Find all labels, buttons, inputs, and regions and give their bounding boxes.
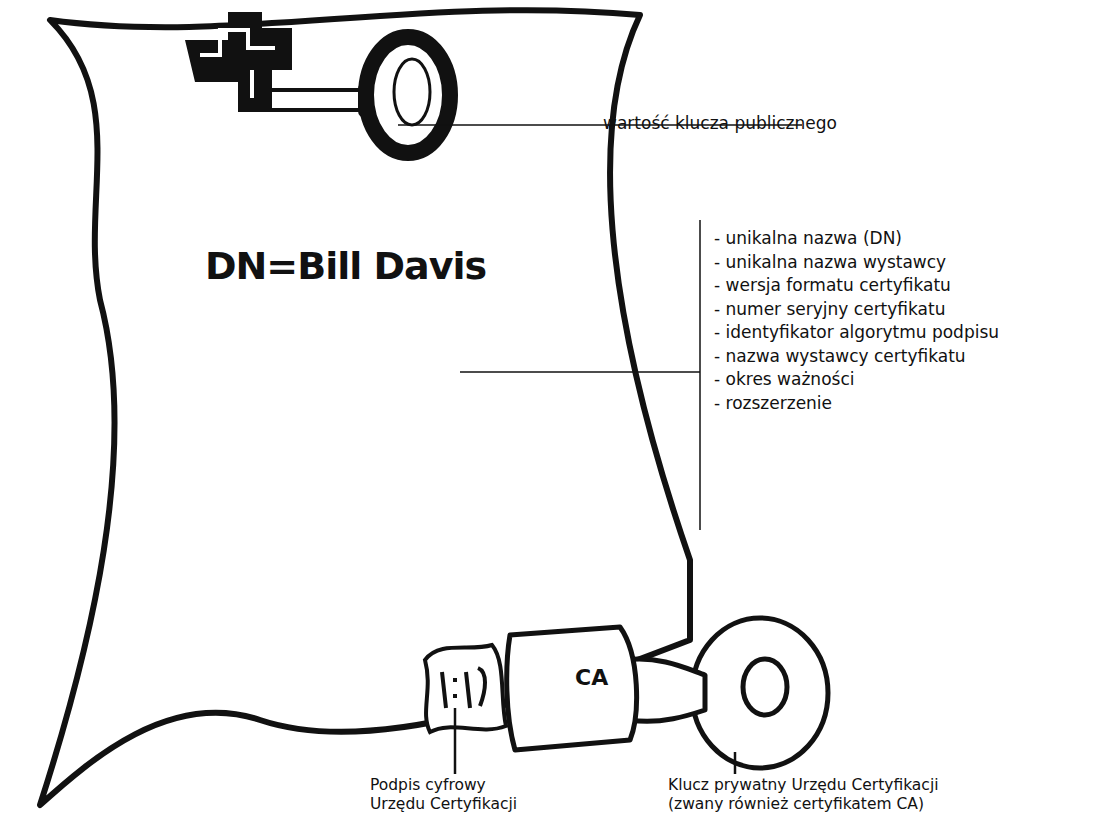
shape-part <box>692 618 828 768</box>
field-list-item: - unikalna nazwa (DN) <box>714 228 902 248</box>
field-list-item: - nazwa wystawcy certyfikatu <box>714 346 966 366</box>
field-list-item: - numer seryjny certyfikatu <box>714 299 945 319</box>
shape-part <box>743 659 787 715</box>
shape-part <box>507 627 637 750</box>
field-list-item: - rozszerzenie <box>714 393 832 413</box>
callout-label: Podpis cyfrowy Urzędu Certyfikacji <box>370 776 545 814</box>
ca-private-key-outline <box>490 615 840 775</box>
callout-label: Klucz prywatny Urzędu Certyfikacji (zwan… <box>668 776 988 814</box>
callout-label: wartość klucza publicznego <box>603 113 837 133</box>
ca-key-label: CA <box>575 665 608 690</box>
ca-private-key: CA <box>490 615 840 775</box>
field-list-item: - identyfikator algorytmu podpisu <box>714 322 999 342</box>
field-list-item: - wersja formatu certyfikatu <box>714 275 951 295</box>
field-list-item: - okres ważności <box>714 369 854 389</box>
shape-part <box>40 10 690 805</box>
bracket-line <box>699 220 701 530</box>
field-list-item: - unikalna nazwa wystawcy <box>714 252 946 272</box>
distinguished-name: DN=Bill Davis <box>205 244 486 288</box>
